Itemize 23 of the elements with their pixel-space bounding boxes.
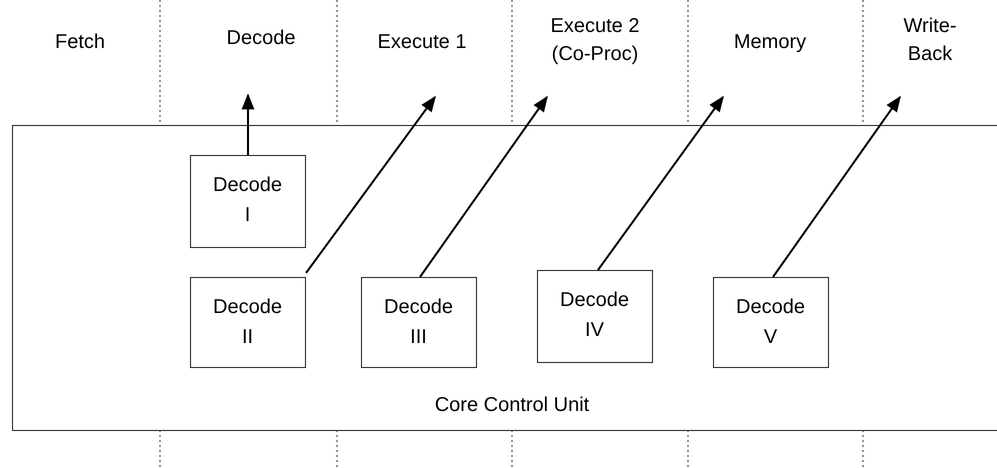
box-label: Decode I <box>212 172 283 228</box>
arrow <box>305 96 436 274</box>
stage-heading: Fetch <box>54 30 106 55</box>
arrow <box>597 96 724 271</box>
stage-heading: Write-Back <box>902 14 958 67</box>
stage-heading: Execute 2 (Co-Proc) <box>550 14 640 67</box>
decode-box <box>190 276 306 368</box>
arrow <box>772 96 901 278</box>
decode-box <box>360 276 476 368</box>
arrow <box>419 96 548 278</box>
decode-box <box>536 270 652 362</box>
unit-label: Core Control Unit <box>434 393 590 418</box>
stage-heading: Memory <box>732 30 808 55</box>
stage-heading: Decode <box>226 26 296 51</box>
stage-heading: Execute 1 <box>376 30 468 55</box>
arrow <box>242 93 254 155</box>
decode-box <box>712 276 828 368</box>
box-label: Decode V <box>735 294 806 350</box>
box-label: Decode IV <box>559 288 630 342</box>
box-label: Decode III <box>383 294 454 350</box>
box-label: Decode II <box>212 294 283 350</box>
control-unit-box <box>12 125 997 431</box>
decode-box <box>190 154 306 248</box>
